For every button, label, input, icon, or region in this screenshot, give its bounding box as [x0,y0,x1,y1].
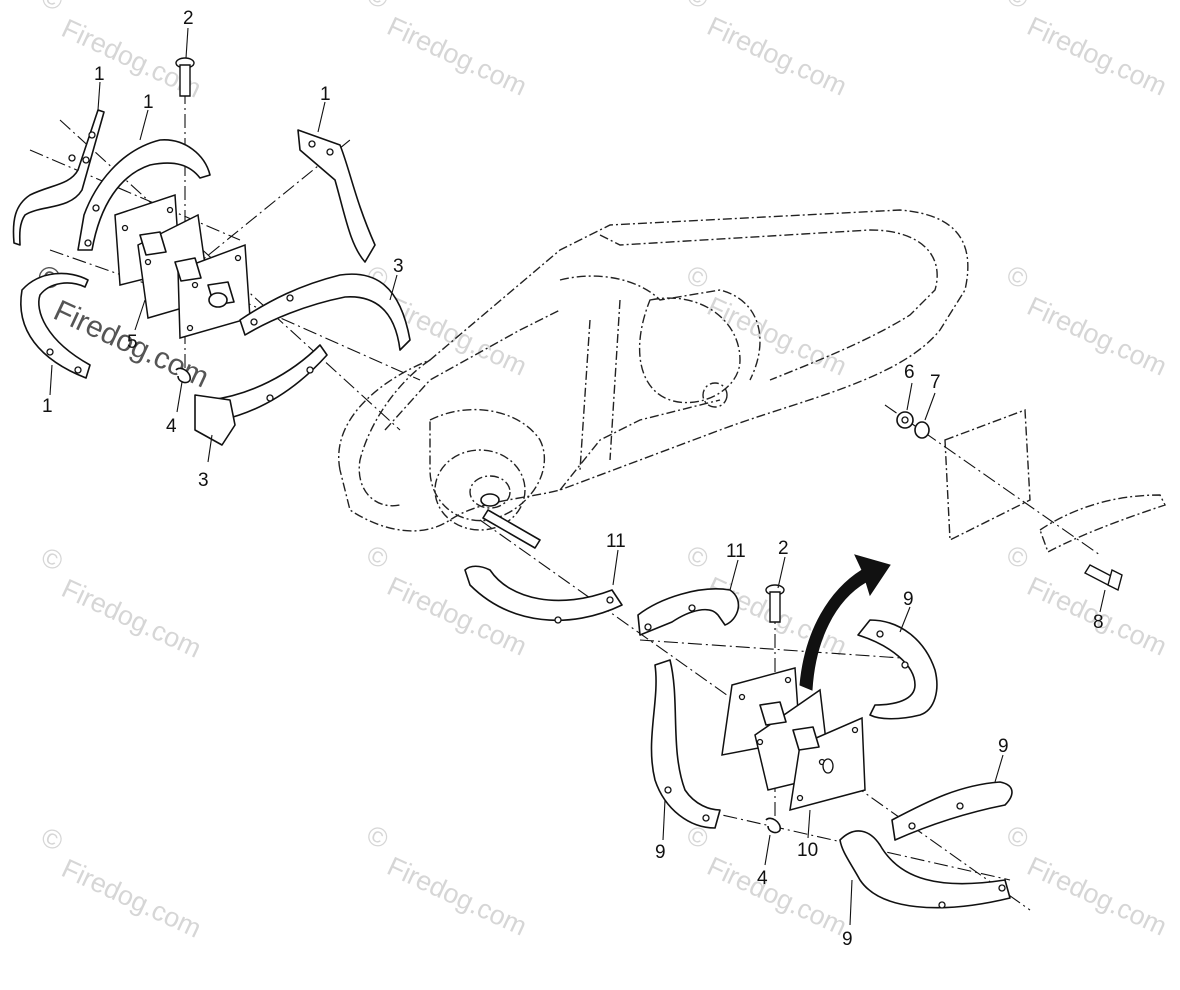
callout-9: 9 [655,842,666,863]
watermark-text: Firedog.com [383,851,532,942]
clevis-pin-lower [765,584,785,623]
tine-9-left [650,659,721,829]
hairpin-clip-upper [175,367,191,384]
watermark-text: Firedog.com [1023,11,1172,102]
tine-1-curl [20,272,91,379]
callout-4: 4 [757,868,768,889]
watermark-symbol: © [362,539,393,575]
leader-lines [49,27,1106,926]
watermark-symbol: © [1002,259,1033,295]
watermark-text: Firedog.com [703,291,852,382]
watermark-text: Firedog.com [1023,291,1172,382]
tine-11-short [637,588,740,636]
watermark-symbol: © [37,821,68,857]
callout-1: 1 [94,64,105,85]
drive-shaft-stub [480,493,541,549]
callout-9: 9 [842,929,853,950]
watermark-symbol: © [682,539,713,575]
callout-2: 2 [183,8,194,29]
watermark-symbol: © [362,0,393,15]
tiller-housing-phantom [338,209,969,532]
right-hardware [896,409,1166,592]
tine-3-lower [209,344,328,421]
callout-9: 9 [903,589,914,610]
bolt-8 [1084,564,1123,592]
tine-1-far-left [12,109,105,246]
watermark-symbol: © [682,259,713,295]
callout-1: 1 [42,396,53,417]
lower-tine-axis-b [699,809,1011,881]
tine-9-right-mid [891,781,1013,841]
upper-tine-axis-a [29,149,241,241]
callout-3: 3 [393,256,404,277]
callout-labels: 2 1 1 1 3 5 1 4 3 6 7 11 11 2 9 8 9 9 10… [42,8,1104,950]
callout-1: 1 [320,84,331,105]
callout-7: 7 [930,372,941,393]
rotation-direction-arrow [799,554,891,691]
hairpin-clip-lower [765,817,781,834]
callout-3: 3 [198,470,209,491]
watermark-symbol: © [362,819,393,855]
watermark-symbol: © [682,0,713,15]
clevis-pin-upper [175,57,195,97]
callout-11: 11 [726,541,746,562]
watermark-symbol: © [37,0,68,17]
lower-right-tine-assembly [464,554,1013,909]
lock-washer-7 [914,421,930,439]
callout-5: 5 [127,332,138,353]
watermark-symbol: © [37,541,68,577]
side-plate-phantom [944,409,1031,542]
callout-1: 1 [143,92,154,113]
watermark-text: Firedog.com [703,851,852,942]
watermark-symbol: © [1002,0,1033,15]
watermark-text: Firedog.com [1023,851,1172,942]
callout-11: 11 [606,531,626,552]
callout-4: 4 [166,416,177,437]
watermark-text: Firedog.com [703,11,852,102]
callout-9: 9 [998,736,1009,757]
watermark-text: Firedog.com [57,573,206,664]
watermark-symbol: © [1002,819,1033,855]
tine-11-long [464,565,623,622]
callout-8: 8 [1093,612,1104,633]
side-tine-phantom [1039,494,1166,553]
tine-1-arc [77,139,211,251]
tine-3-upper [239,273,411,351]
lower-tine-axis-a [639,639,931,661]
tine-9-upper-right [857,619,938,720]
watermark-symbol: © [1002,539,1033,575]
watermark-text: Firedog.com [383,11,532,102]
callout-2: 2 [778,538,789,559]
tine-1-hook [297,129,376,263]
tine-9-bottom [839,830,1011,909]
callout-10: 10 [797,840,818,861]
watermark-text: Firedog.com [57,853,206,944]
upper-left-tine-assembly [12,57,411,446]
callout-6: 6 [904,362,915,383]
center-lines [29,90,1101,911]
watermark-text: Firedog.com [383,571,532,662]
